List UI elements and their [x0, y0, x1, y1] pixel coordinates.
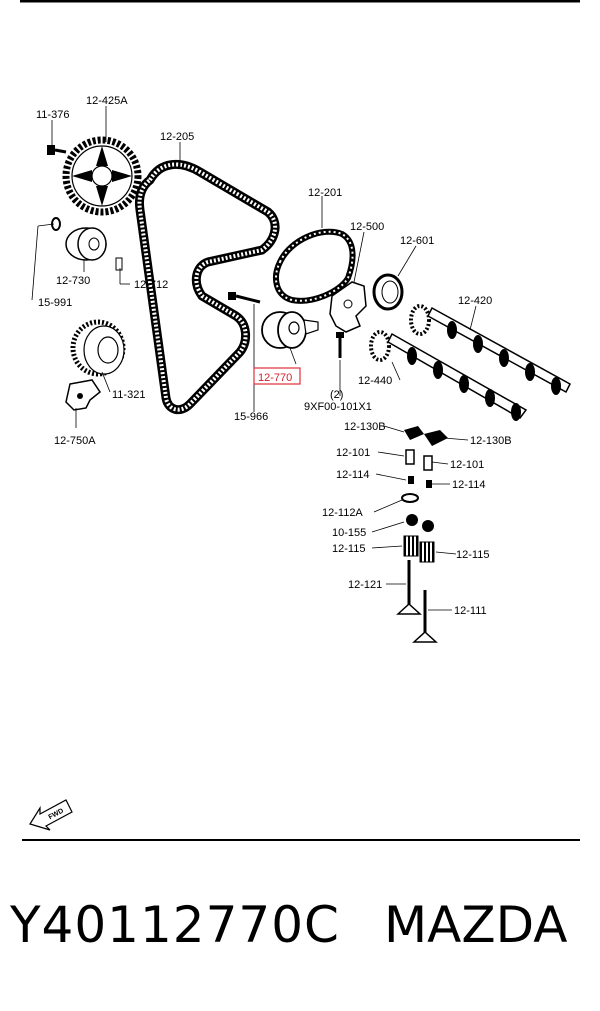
rocker-arm-12-130B-left[interactable]: [404, 426, 424, 440]
tensioner-pulley-12-770[interactable]: [261, 311, 319, 349]
bolt-15-966[interactable]: [228, 292, 261, 304]
label-12-101-right[interactable]: 12-101: [450, 459, 484, 471]
fwd-arrow-icon: FWD: [29, 799, 73, 831]
timing-belt-12-205[interactable]: [135, 159, 280, 415]
camshaft-12-440[interactable]: [369, 330, 528, 421]
label-12-770[interactable]: 12-770: [258, 372, 292, 384]
part-number: Y40112770C: [10, 896, 340, 954]
label-12-115-right[interactable]: 12-115: [456, 549, 489, 561]
label-12-712[interactable]: 12-712: [134, 279, 168, 291]
valve-keeper-12-114-left[interactable]: [408, 476, 414, 484]
label-12-130B-left[interactable]: 12-130B: [344, 421, 386, 433]
label-12-101-left[interactable]: 12-101: [336, 447, 370, 459]
valve-keeper-12-114-right[interactable]: [426, 480, 432, 488]
label-12-112A[interactable]: 12-112A: [322, 507, 363, 519]
sensor-plate-12-750A[interactable]: [65, 379, 102, 411]
label-12-114-left[interactable]: 12-114: [336, 469, 369, 481]
label-12-425A[interactable]: 12-425A: [86, 95, 128, 107]
label-12-121[interactable]: 12-121: [348, 579, 382, 591]
leader-lines: [31, 106, 477, 611]
bolt-11-376[interactable]: [47, 145, 67, 155]
chain-tensioner-12-500[interactable]: [329, 281, 367, 333]
lash-adjuster-12-101-left[interactable]: [405, 449, 415, 465]
label-15-991[interactable]: 15-991: [38, 297, 72, 309]
spring-retainer-12-112A[interactable]: [401, 493, 419, 503]
valve-12-121[interactable]: [396, 560, 422, 615]
label-12-440[interactable]: 12-440: [358, 375, 392, 387]
highlight-box: [253, 367, 301, 385]
label-9XF00-101X1[interactable]: 9XF00-101X1: [304, 401, 372, 413]
stud-12-712[interactable]: [115, 257, 123, 271]
label-12-114-right[interactable]: 12-114: [452, 479, 485, 491]
label-15-966[interactable]: 15-966: [234, 411, 268, 423]
camshaft-12-420[interactable]: [409, 304, 571, 395]
label-12-420[interactable]: 12-420: [458, 295, 492, 307]
rocker-arm-12-130B-right[interactable]: [424, 430, 448, 446]
label-12-115-left[interactable]: 12-115: [332, 543, 365, 555]
bolt-9XF00-101X1[interactable]: [336, 332, 344, 358]
parts-diagram: 11-376 12-425A 12-205 12-201 12-500 12-6…: [20, 0, 580, 841]
oil-seal-12-601[interactable]: [372, 273, 404, 311]
valve-spring-12-115-left[interactable]: [403, 535, 419, 557]
label-12-201[interactable]: 12-201: [308, 187, 342, 199]
valve-spring-12-115-right[interactable]: [419, 541, 435, 563]
valve-12-111[interactable]: [412, 590, 438, 643]
valve-seal-10-155[interactable]: [406, 514, 434, 532]
label-9XF00-qty: (2): [330, 389, 343, 401]
idler-pulley-12-730[interactable]: [65, 227, 107, 261]
crank-pulley-11-321[interactable]: [70, 319, 126, 377]
label-11-376[interactable]: 11-376: [36, 109, 69, 121]
label-12-130B-right[interactable]: 12-130B: [470, 435, 512, 447]
label-12-601[interactable]: 12-601: [400, 235, 434, 247]
label-12-730[interactable]: 12-730: [56, 275, 90, 287]
label-12-500[interactable]: 12-500: [350, 221, 384, 233]
brand-name: MAZDA: [384, 896, 568, 954]
lash-adjuster-12-101-right[interactable]: [423, 455, 433, 471]
label-12-205[interactable]: 12-205: [160, 131, 194, 143]
label-12-750A[interactable]: 12-750A: [54, 435, 96, 447]
label-10-155[interactable]: 10-155: [332, 527, 366, 539]
cam-pulley-12-425A[interactable]: [62, 136, 142, 216]
label-11-321[interactable]: 11-321: [112, 389, 145, 401]
timing-chain-12-201[interactable]: [273, 228, 356, 304]
label-12-111[interactable]: 12-111: [454, 605, 487, 617]
part-labels: 11-376 12-425A 12-205 12-201 12-500 12-6…: [36, 95, 512, 617]
